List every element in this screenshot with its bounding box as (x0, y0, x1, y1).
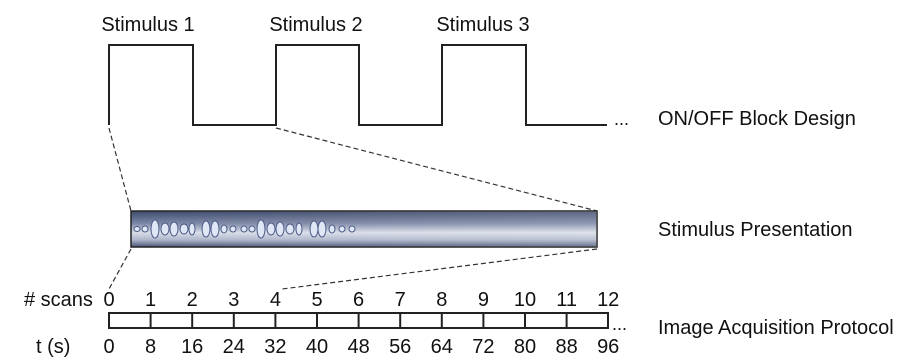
stimulus-1-label: Stimulus 1 (101, 14, 194, 36)
stimulus-3-label: Stimulus 3 (436, 14, 529, 36)
timeline-ellipsis: ... (612, 314, 627, 334)
scan-number: 11 (556, 289, 577, 311)
time-value: 48 (347, 336, 369, 358)
block-ellipsis: ... (614, 109, 629, 129)
time-row-label: t (s) (36, 336, 70, 358)
time-value: 40 (306, 336, 328, 358)
zoom-line-left-bottom (108, 248, 132, 290)
block-design-label: ON/OFF Block Design (658, 108, 856, 130)
scan-number: 1 (145, 289, 156, 311)
time-value: 72 (472, 336, 494, 358)
time-value: 0 (103, 336, 114, 358)
scan-number: 0 (103, 289, 114, 311)
scan-number: 9 (478, 289, 489, 311)
time-value: 56 (389, 336, 411, 358)
scan-number: 5 (311, 289, 322, 311)
audio-waveform-icon (133, 219, 356, 239)
scan-number: 8 (436, 289, 447, 311)
time-value: 88 (555, 336, 577, 358)
stimulus-2-label: Stimulus 2 (269, 14, 362, 36)
time-value: 16 (181, 336, 203, 358)
time-value: 80 (514, 336, 536, 358)
stimulus-presentation-label: Stimulus Presentation (658, 219, 853, 241)
scan-number: 3 (228, 289, 239, 311)
scan-number: 2 (187, 289, 198, 311)
time-value: 24 (223, 336, 245, 358)
zoom-line-left-top (108, 127, 132, 212)
timeline-ticks (149, 313, 568, 328)
time-value: 32 (264, 336, 286, 358)
scans-row-label: # scans (24, 289, 93, 311)
time-values: 0 8 16 24 32 40 48 56 64 72 80 88 96 (103, 336, 619, 358)
scan-number: 7 (395, 289, 406, 311)
zoom-line-right-bottom (281, 248, 598, 290)
block-waveform (108, 44, 607, 126)
scan-number: 6 (353, 289, 364, 311)
time-value: 96 (597, 336, 619, 358)
scan-number: 12 (597, 289, 619, 311)
time-value: 8 (145, 336, 156, 358)
scan-number: 10 (514, 289, 536, 311)
time-value: 64 (431, 336, 453, 358)
image-acquisition-label: Image Acquisition Protocol (658, 317, 894, 339)
scan-number: 4 (270, 289, 281, 311)
zoom-line-right-top (275, 127, 598, 212)
